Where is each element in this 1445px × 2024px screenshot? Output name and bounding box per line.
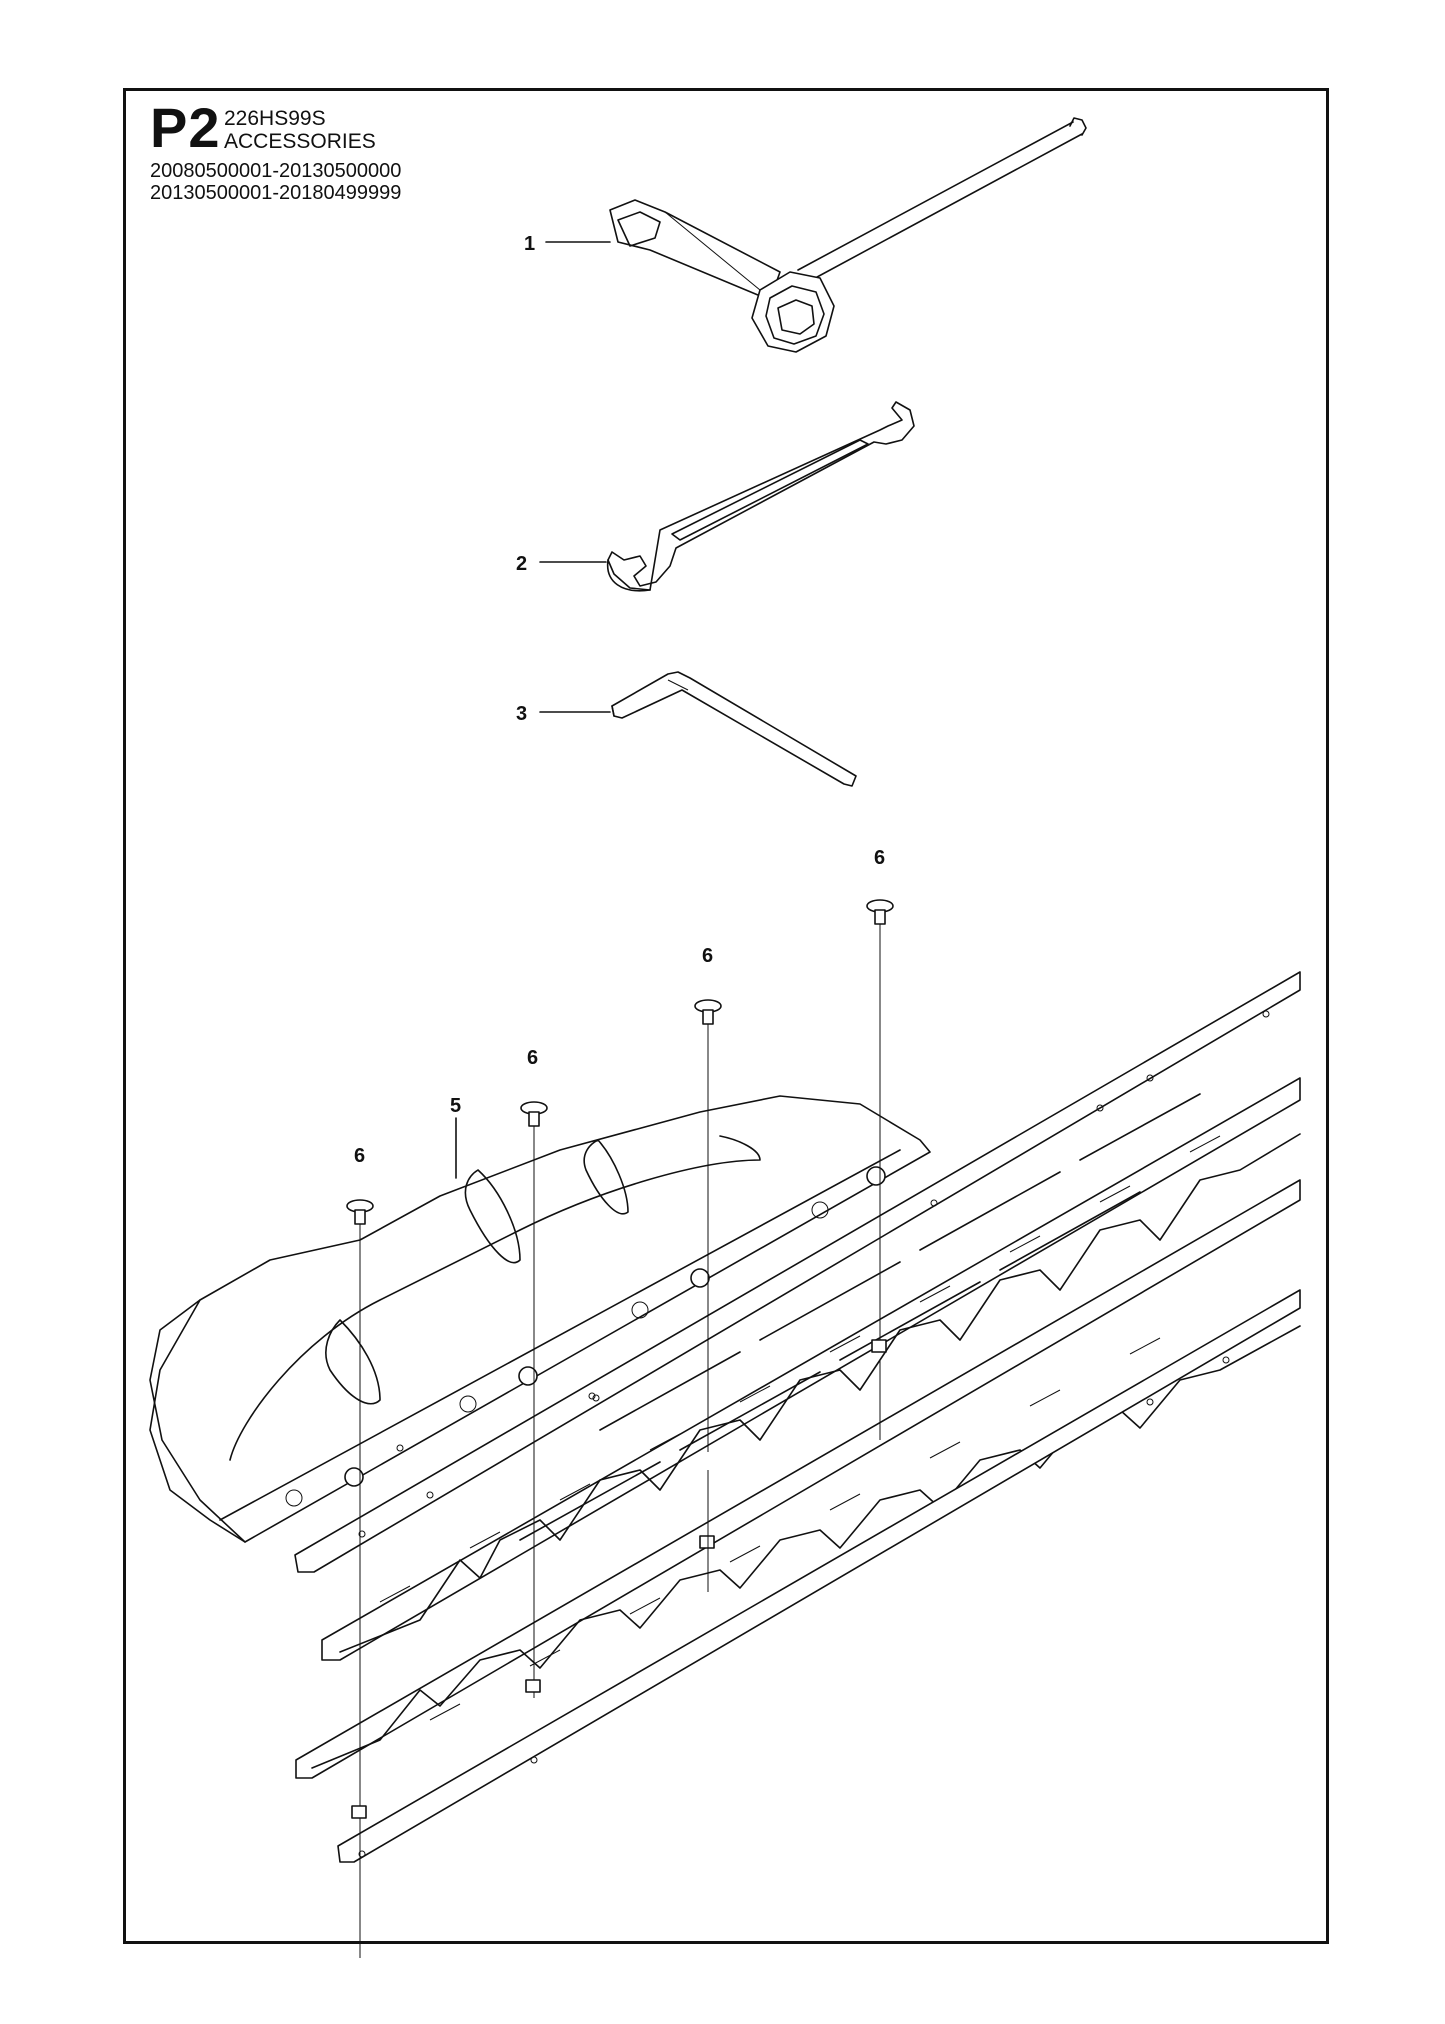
callout-5: 5 [450, 1095, 461, 1117]
screw-6-a [346, 1199, 374, 1958]
screw-6-c [694, 999, 722, 1592]
screw-6-b [520, 1101, 548, 1698]
model-number: 226HS99S [224, 107, 326, 130]
blade-strip-bottom [337, 1289, 1301, 1863]
spanner-part-2 [606, 401, 915, 592]
callout-1: 1 [524, 233, 535, 255]
callout-6-b: 6 [527, 1047, 538, 1069]
hedge-blade-lower [295, 1179, 1301, 1779]
page-code: P2 [150, 96, 221, 159]
screw-6-d [866, 899, 894, 1440]
hex-key-part-3 [611, 671, 857, 787]
callout-6-d: 6 [874, 847, 885, 869]
callout-6-a: 6 [354, 1145, 365, 1167]
blade-guard-part-5 [149, 1095, 931, 1543]
combination-wrench-part-1 [609, 117, 1087, 353]
callout-2: 2 [516, 553, 527, 575]
section-title: ACCESSORIES [224, 130, 376, 153]
callout-6-c: 6 [702, 945, 713, 967]
drawing-frame [123, 88, 1329, 1944]
serial-range-2: 20130500001-20180499999 [150, 182, 402, 204]
callout-3: 3 [516, 703, 527, 725]
serial-range-1: 20080500001-20130500000 [150, 160, 402, 182]
blade-strip-top [294, 971, 1301, 1573]
